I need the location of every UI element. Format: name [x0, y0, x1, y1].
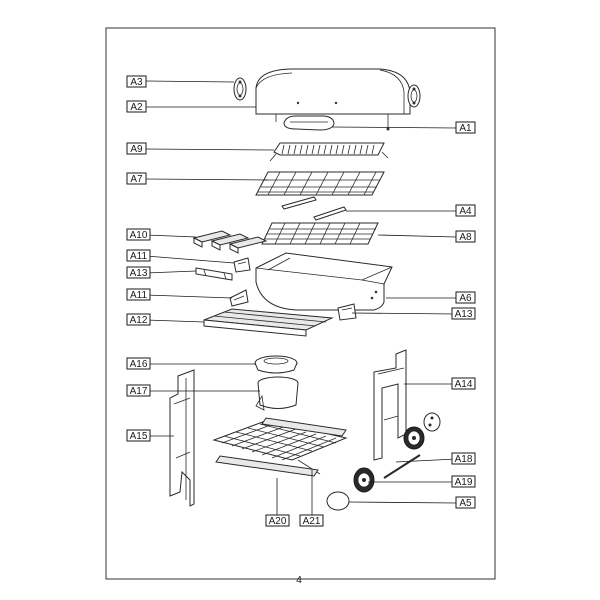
part-label-A3: A3 — [126, 75, 147, 88]
part-label-A11-lower: A11 — [126, 288, 151, 301]
part-label-text: A11 — [130, 251, 147, 262]
part-label-text: A18 — [455, 454, 473, 465]
part-label-A16: A16 — [126, 357, 151, 370]
lid-part — [255, 68, 411, 131]
part-label-A1: A1 — [455, 121, 476, 134]
handle-part — [283, 115, 335, 131]
part-label-text: A10 — [130, 230, 148, 241]
lid-vent-right-part — [407, 84, 421, 108]
part-label-text: A12 — [130, 315, 148, 326]
side-panels-part — [192, 230, 268, 254]
charcoal-grate-part — [261, 222, 379, 245]
part-label-text: A9 — [130, 144, 143, 155]
part-label-text: A19 — [455, 477, 473, 488]
part-label-text: A16 — [130, 359, 148, 370]
part-label-text: A14 — [455, 379, 473, 390]
part-label-text: A6 — [459, 293, 472, 304]
part-label-A7: A7 — [126, 172, 147, 185]
cooking-grate-part — [255, 171, 385, 196]
part-label-A14: A14 — [451, 377, 476, 390]
hubcap-part — [326, 491, 350, 511]
shelf-rack-part — [212, 419, 348, 475]
part-label-text: A21 — [303, 516, 321, 527]
part-label-A17: A17 — [126, 384, 151, 397]
page-number: 4 — [296, 575, 302, 586]
part-label-text: A1 — [459, 123, 472, 134]
bracket-upper-part — [233, 257, 251, 273]
part-label-A2: A2 — [126, 100, 147, 113]
part-label-text: A8 — [459, 232, 472, 243]
part-label-A15: A15 — [126, 429, 151, 442]
bracket-left-part — [195, 267, 233, 281]
part-label-A9: A9 — [126, 142, 147, 155]
part-label-text: A11 — [130, 290, 147, 301]
part-label-A13-right: A13 — [451, 307, 476, 320]
part-label-text: A4 — [459, 206, 472, 217]
part-label-A21: A21 — [299, 514, 324, 527]
part-label-text: A7 — [130, 174, 143, 185]
part-label-text: A15 — [130, 431, 148, 442]
lid-vent-left-part — [233, 77, 247, 101]
part-label-text: A3 — [130, 77, 143, 88]
wheel-lower-part — [353, 467, 375, 493]
warming-rack-part — [269, 142, 389, 162]
axle-part — [383, 454, 421, 479]
part-label-A4: A4 — [455, 204, 476, 217]
part-label-text: A20 — [269, 516, 287, 527]
part-label-A18: A18 — [451, 452, 476, 465]
part-label-text: A13 — [455, 309, 473, 320]
firebox-part — [255, 252, 393, 311]
part-label-A12: A12 — [126, 313, 151, 326]
bottom-slats-part — [203, 308, 334, 337]
part-label-A5: A5 — [455, 496, 476, 509]
ash-pan-lid-part — [254, 355, 298, 374]
left-leg-frame-part — [169, 369, 195, 507]
part-label-A20: A20 — [265, 514, 290, 527]
part-label-A8: A8 — [455, 230, 476, 243]
wheel-upper-part — [403, 412, 441, 450]
part-label-A11-upper: A11 — [126, 249, 151, 262]
part-label-text: A2 — [130, 102, 143, 113]
bracket-right-part — [337, 303, 357, 321]
part-label-A6: A6 — [455, 291, 476, 304]
part-label-A13-left: A13 — [126, 266, 151, 279]
bracket-lower-part — [229, 289, 249, 307]
part-label-text: A17 — [130, 386, 148, 397]
grate-support-part — [281, 196, 347, 221]
page-border — [105, 27, 496, 580]
part-label-text: A13 — [130, 268, 148, 279]
part-label-A10: A10 — [126, 228, 151, 241]
shelf-bars-part — [215, 417, 347, 477]
part-label-text: A5 — [459, 498, 472, 509]
part-label-A19: A19 — [451, 475, 476, 488]
leader-lines — [145, 80, 457, 515]
ash-pan-part — [255, 376, 299, 411]
right-leg-frame-part — [373, 349, 407, 461]
